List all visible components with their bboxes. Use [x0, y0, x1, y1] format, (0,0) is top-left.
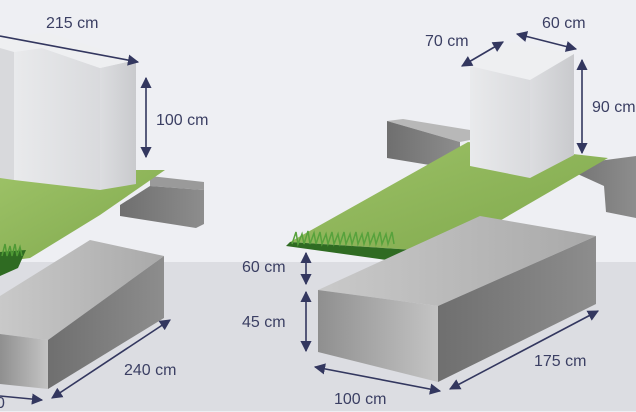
right-dim-line-base-depth [449, 310, 599, 390]
right-label-block-height: 90 cm [592, 99, 636, 116]
right-block-front [470, 66, 530, 178]
left-grass-strip [0, 170, 165, 262]
left-block-front [0, 48, 14, 180]
left-block-side [14, 48, 100, 190]
left-dim-line-width [0, 35, 140, 66]
right-dim-line-base-width [313, 363, 442, 395]
left-back-beam-front [120, 186, 204, 228]
right-block-side [530, 54, 574, 178]
right-back-beam-top [387, 119, 470, 142]
left-block-right [100, 60, 136, 190]
left-label-base-depth: 240 cm [124, 362, 177, 379]
right-dim-line-depth [461, 41, 504, 67]
right-label-gap-height: 60 cm [242, 259, 286, 276]
left-label-block-height: 100 cm [156, 112, 209, 129]
left-dim-line-partial [0, 393, 44, 405]
left-scene [0, 32, 204, 405]
right-dim-line-width [515, 31, 578, 52]
left-block-top [0, 32, 136, 68]
right-scene [286, 31, 636, 395]
right-label-base-depth: 175 cm [534, 353, 587, 370]
left-label-block-width: 215 cm [46, 15, 99, 32]
right-label-block-depth: 70 cm [425, 33, 469, 50]
left-dim-line-depth [51, 319, 171, 399]
left-base-front [0, 334, 48, 389]
left-label-base-width: 0 [0, 395, 5, 412]
right-label-block-width: 60 cm [542, 15, 586, 32]
left-back-beam-top [150, 176, 204, 190]
right-label-base-width: 100 cm [334, 391, 387, 408]
left-grass-tuft [0, 243, 26, 276]
right-base-top [318, 216, 596, 306]
left-base-top [0, 240, 164, 340]
right-label-base-height: 45 cm [242, 314, 286, 331]
right-base-front [318, 290, 438, 382]
